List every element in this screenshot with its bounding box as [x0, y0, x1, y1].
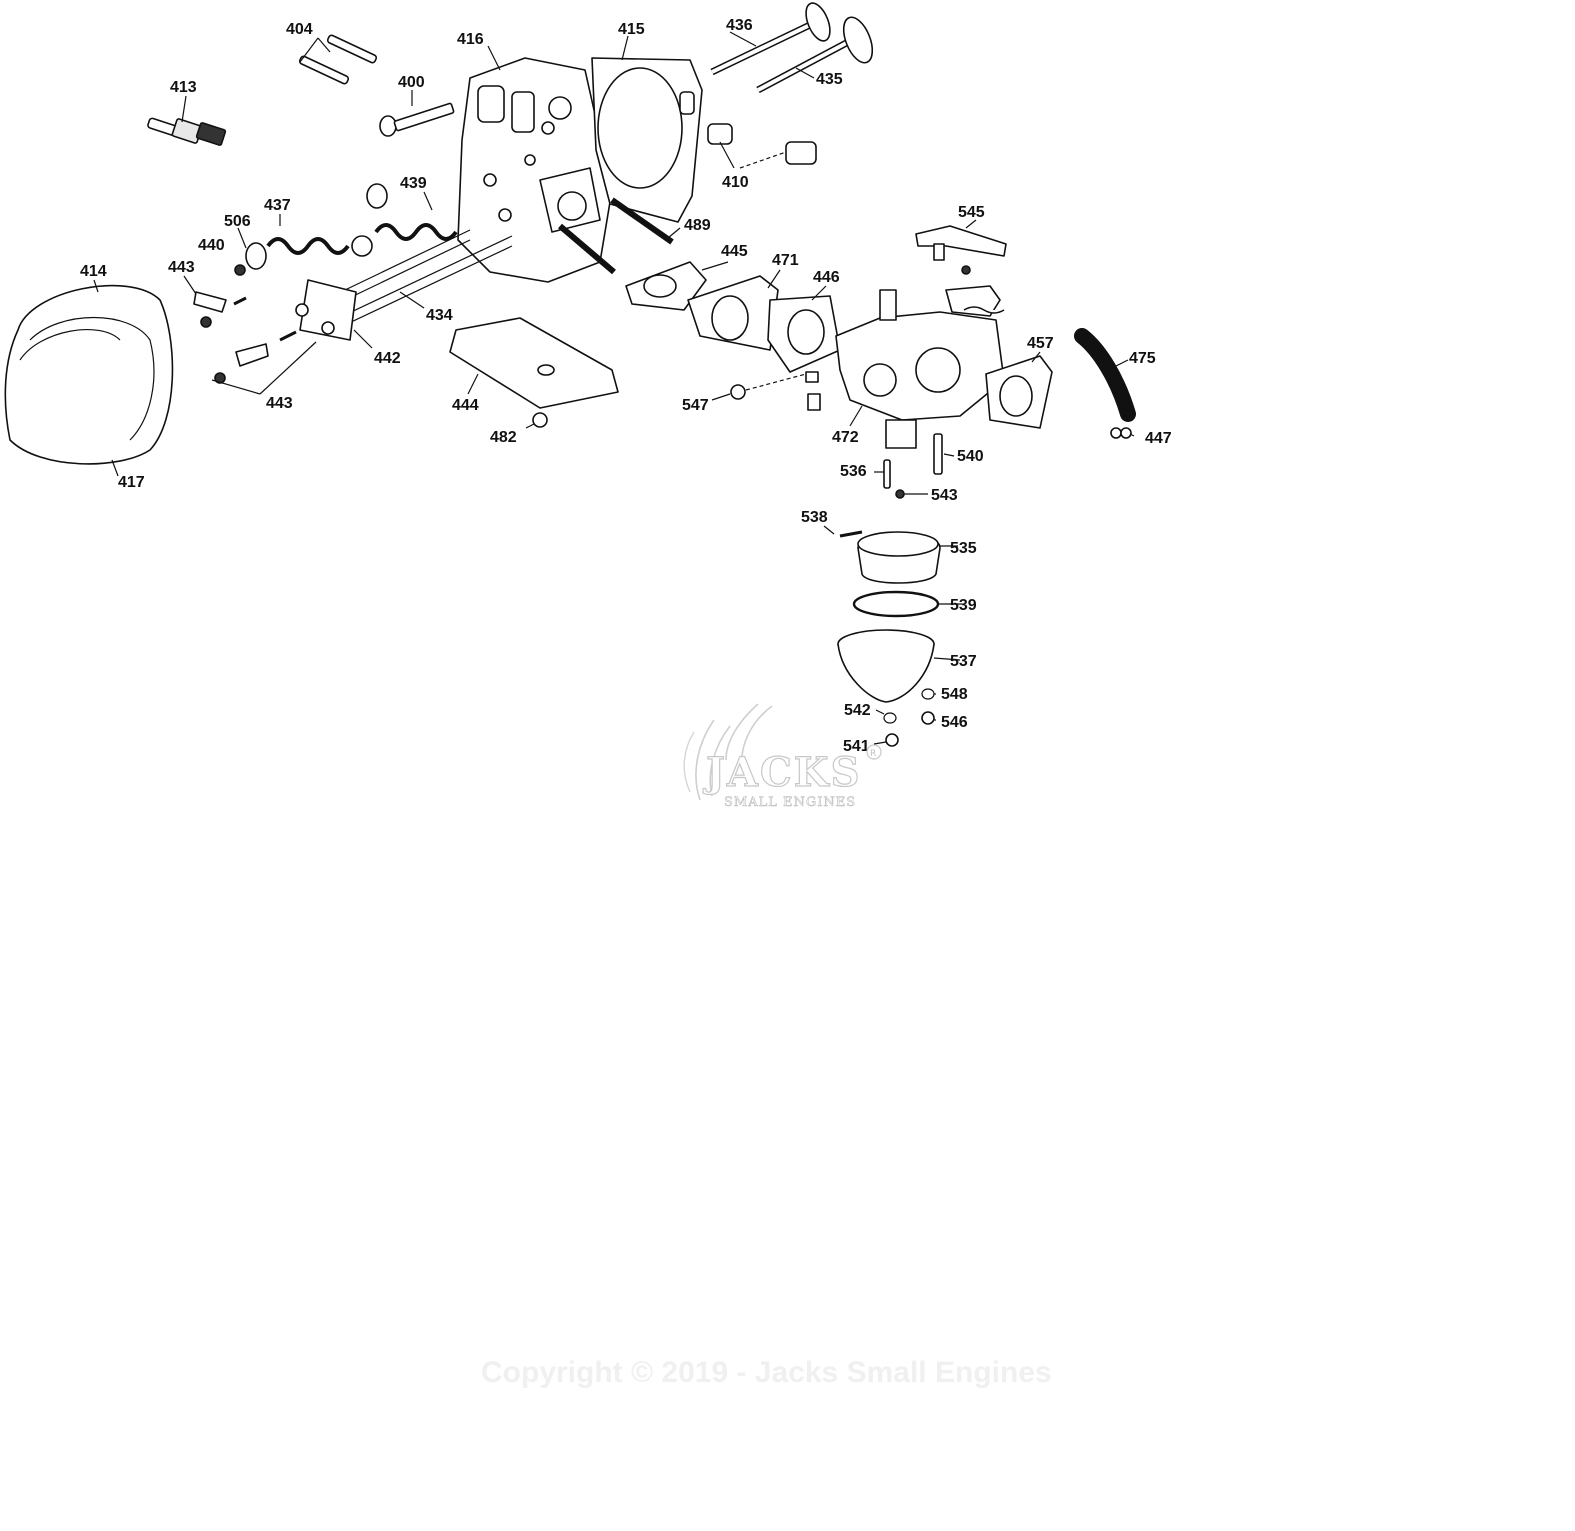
- fuel-hose-475: [1074, 328, 1136, 422]
- label-442: 442: [374, 350, 401, 367]
- label-404: 404: [286, 21, 313, 38]
- label-547: 547: [682, 397, 709, 414]
- head-gasket-415: [591, 57, 703, 223]
- label-439: 439: [400, 175, 427, 192]
- float-535: [857, 531, 941, 584]
- label-447: 447: [1145, 430, 1172, 447]
- valve-guide-410: [707, 123, 817, 165]
- watermark-subtext: SMALL ENGINES: [724, 795, 856, 810]
- carburetor-472: [805, 285, 1005, 449]
- label-443-bottom: 443: [266, 395, 293, 412]
- rocker-arm-443a: [193, 291, 247, 328]
- label-538: 538: [801, 509, 828, 526]
- label-535: 535: [950, 540, 977, 557]
- needle-540: [933, 433, 943, 475]
- label-410: 410: [722, 174, 749, 191]
- label-539: 539: [950, 597, 977, 614]
- clamp-447: [1110, 427, 1132, 439]
- label-415: 415: [618, 21, 645, 38]
- part-labels: 404 416 415 436 435 413 400 410 439 437 …: [80, 17, 1172, 755]
- label-548: 548: [941, 686, 968, 703]
- label-546: 546: [941, 714, 968, 731]
- label-543: 543: [931, 487, 958, 504]
- svg-text:R: R: [870, 749, 876, 759]
- label-471: 471: [772, 252, 799, 269]
- screw-547: [730, 384, 746, 400]
- watermark-logo: JACKS SMALL ENGINES R: [683, 703, 882, 810]
- drain-screw-546: [921, 711, 935, 725]
- bolt-400: [379, 102, 455, 137]
- label-417: 417: [118, 474, 145, 491]
- rocker-arm-443b: [214, 330, 297, 384]
- valve-436: [710, 2, 831, 76]
- stud-489: [558, 197, 674, 275]
- label-489: 489: [684, 217, 711, 234]
- label-437: 437: [264, 197, 291, 214]
- guide-plate-442: [295, 279, 357, 341]
- label-537: 537: [950, 653, 977, 670]
- label-541: 541: [843, 738, 870, 755]
- label-440: 440: [198, 237, 225, 254]
- valve-spring-439: [351, 183, 458, 257]
- label-436: 436: [726, 17, 753, 34]
- label-542: 542: [844, 702, 871, 719]
- label-413: 413: [170, 79, 197, 96]
- cylinder-head-416: [457, 57, 613, 283]
- copyright-text: Copyright © 2019 - Jacks Small Engines: [481, 1356, 1052, 1389]
- o-ring-539: [852, 590, 940, 618]
- label-400: 400: [398, 74, 425, 91]
- label-434: 434: [426, 307, 453, 324]
- valve-435: [756, 16, 874, 94]
- lever-545: [915, 225, 1007, 275]
- retainer-506: [245, 242, 267, 270]
- valve-spring-437: [266, 237, 350, 255]
- deflector-444: [449, 317, 619, 409]
- valve-cover-414: [4, 284, 174, 465]
- gasket-542: [883, 712, 897, 724]
- gasket-457: [985, 355, 1053, 429]
- clip-543: [895, 489, 905, 499]
- watermark-text: JACKS: [703, 749, 861, 796]
- pin-538: [839, 530, 863, 538]
- label-416: 416: [457, 31, 484, 48]
- label-540: 540: [957, 448, 984, 465]
- gasket-445: [625, 261, 707, 311]
- label-475: 475: [1129, 350, 1156, 367]
- label-472: 472: [832, 429, 859, 446]
- registered-mark-icon: R: [866, 744, 882, 760]
- label-446: 446: [813, 269, 840, 286]
- label-457: 457: [1027, 335, 1054, 352]
- label-482: 482: [490, 429, 517, 446]
- float-bowl-537: [837, 629, 935, 703]
- label-536: 536: [840, 463, 867, 480]
- leader-lines: [93, 31, 1135, 745]
- bolt-541: [885, 733, 899, 747]
- label-444: 444: [452, 397, 479, 414]
- label-545: 545: [958, 204, 985, 221]
- label-443-top: 443: [168, 259, 195, 276]
- label-506: 506: [224, 213, 251, 230]
- float-pin-536: [883, 459, 891, 489]
- label-435: 435: [816, 71, 843, 88]
- label-414: 414: [80, 263, 107, 280]
- washer-548: [921, 688, 935, 700]
- gasket-446: [767, 295, 841, 373]
- nut-482: [532, 412, 548, 428]
- spark-plug-413: [147, 117, 227, 146]
- stud-404: [298, 34, 378, 85]
- watermark-flame-icon: [683, 703, 773, 801]
- nut-440: [234, 264, 246, 276]
- label-445: 445: [721, 243, 748, 260]
